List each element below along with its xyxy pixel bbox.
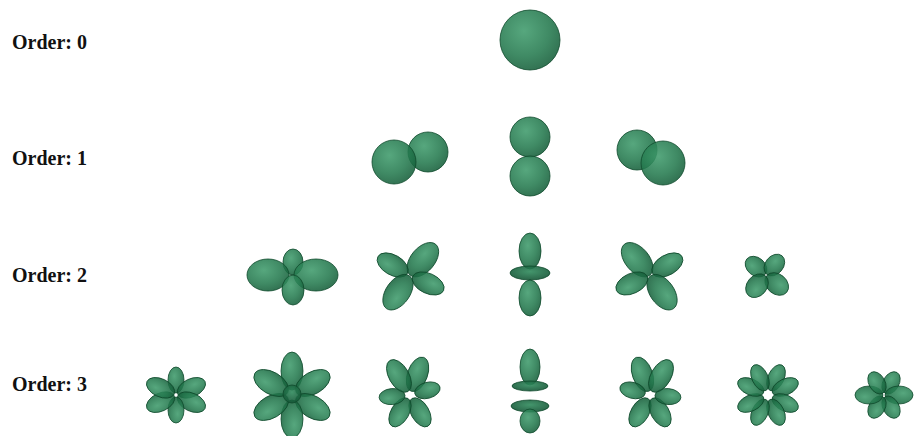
harmonic-l2-m1	[612, 237, 687, 316]
harmonic-l3-m1	[618, 354, 682, 431]
row-label: Order: 0	[12, 30, 87, 54]
lobe-shape	[282, 275, 304, 305]
harmonic-l2-m0	[510, 233, 550, 316]
harmonic-l3-m-1	[378, 354, 442, 431]
lobe-shape	[519, 280, 541, 316]
lobe-shape	[283, 385, 301, 403]
lobe-shape	[612, 267, 651, 299]
row-label: Order: 1	[12, 146, 87, 170]
lobe-shape	[520, 409, 540, 433]
harmonic-l1-m-1	[372, 132, 448, 184]
row-label: Order: 2	[12, 263, 87, 287]
harmonic-l1-m0	[510, 117, 550, 196]
lobe-shape	[372, 140, 416, 184]
lobe-shape	[520, 349, 540, 385]
harmonic-l3-m3	[855, 368, 913, 421]
harmonic-l3-m2	[735, 362, 802, 429]
harmonic-l3-m-2	[249, 352, 334, 436]
lobe-shape	[641, 141, 685, 185]
lobe-shape	[381, 355, 416, 396]
lobe-shape	[500, 10, 560, 70]
harmonic-l1-m1	[617, 130, 685, 185]
harmonic-l2-m2	[741, 250, 793, 302]
lobe-shape	[510, 266, 550, 280]
lobe-shape	[510, 156, 550, 196]
lobe-shape	[864, 368, 890, 397]
harmonic-l3-m-3	[143, 367, 209, 423]
lobe-shape	[377, 269, 420, 316]
lobe-shape	[408, 267, 447, 299]
row-label: Order: 3	[12, 372, 87, 396]
lobe-shape	[641, 269, 684, 316]
lobe-shape	[643, 355, 678, 396]
lobe-shape	[512, 381, 548, 391]
harmonic-l2-m-1	[373, 237, 448, 316]
lobe-shape	[143, 373, 178, 402]
lobe-shape	[519, 233, 541, 269]
lobe-shape	[510, 117, 550, 157]
harmonic-l2-m-2	[247, 249, 338, 305]
harmonic-l0-m0	[500, 10, 560, 70]
lobe-shape	[741, 269, 773, 302]
lobe-shape	[747, 362, 773, 394]
harmonic-l3-m0	[511, 349, 549, 433]
